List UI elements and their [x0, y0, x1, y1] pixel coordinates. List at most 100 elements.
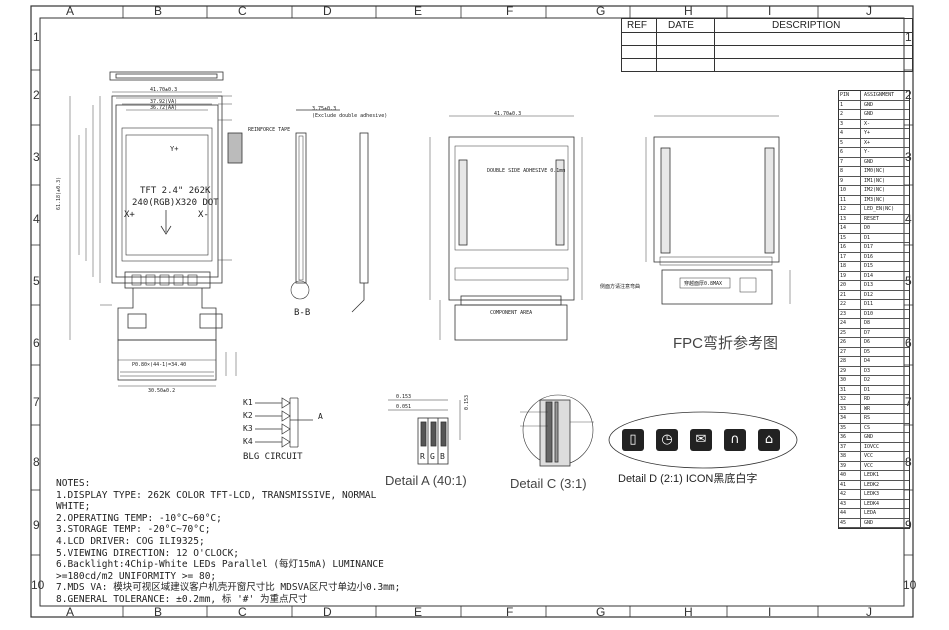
grid-column-E-bottom: E — [414, 605, 423, 619]
pin-number: 33 — [839, 404, 861, 413]
note-line: 8.GENERAL TOLERANCE: ±0.2mm, 标 '#' 为重点尺寸 — [56, 593, 308, 605]
pin-number: 20 — [839, 281, 861, 290]
pin-number: 9 — [839, 176, 861, 185]
detail-a-dim3: 0.153 — [464, 394, 470, 410]
pin-function: D10 — [864, 310, 874, 317]
blg-k4-label: K4 — [243, 437, 253, 446]
pin-function: D1 — [864, 234, 871, 241]
note-line: 3.STORAGE TEMP: -20°C~70°C; — [56, 524, 211, 536]
pin-function: D3 — [864, 367, 871, 374]
grid-row-4-right: 4 — [905, 212, 912, 226]
grid-column-I-top: I — [768, 4, 772, 18]
pin-number: 41 — [839, 480, 861, 489]
pin-number: 14 — [839, 224, 861, 233]
grid-column-H-top: H — [684, 4, 693, 18]
grid-column-E-top: E — [414, 4, 423, 18]
pin-function: VCC — [864, 453, 874, 459]
grid-row-3-left: 3 — [33, 150, 40, 164]
pin-number: 34 — [839, 414, 861, 423]
pin-number: 6 — [839, 148, 861, 157]
pin-function: D15 — [864, 263, 874, 269]
pin-function: IM3(NC) — [864, 196, 886, 203]
grid-row-1-right: 1 — [905, 30, 912, 44]
detail-a-cell-r: R — [420, 452, 425, 461]
pin-function: GND — [864, 519, 874, 526]
pin-number: 4 — [839, 129, 861, 138]
pin-function: WR — [864, 405, 871, 412]
detail-a-dim1: 0.153 — [396, 394, 412, 400]
grid-row-4-left: 4 — [33, 212, 40, 226]
message-icon: ✉ — [695, 432, 707, 447]
pin-number: 13 — [839, 214, 861, 223]
grid-row-9-right: 9 — [905, 518, 912, 532]
grid-row-9-left: 9 — [33, 518, 40, 532]
rear-width-dim: 41.70±0.3 — [494, 111, 522, 117]
side-thickness-dim: 3.75±0.3 — [312, 106, 337, 112]
pin-function: LEDK2 — [864, 481, 880, 488]
pin-function: GND — [864, 101, 874, 108]
rear-adhesive-label: DOUBLE SIDE ADHESIVE 0.1mm — [487, 168, 566, 174]
pin-number: 7 — [839, 157, 861, 166]
rev-header-description: DESCRIPTION — [772, 20, 841, 31]
blg-k2-label: K2 — [243, 411, 253, 420]
pin-function: LEDK1 — [864, 472, 880, 478]
pin-number: 10 — [839, 186, 861, 195]
pin-function: X+ — [864, 139, 871, 146]
note-line: 6.Backlight:4Chip-White LEDs Parallel (每… — [56, 559, 384, 571]
grid-column-A-bottom: A — [66, 605, 75, 619]
grid-row-10-right: 10 — [903, 578, 917, 592]
side-thickness-note: (Exclude double adhesive) — [312, 113, 388, 119]
pin-number: 43 — [839, 499, 861, 508]
grid-column-B-top: B — [154, 4, 163, 18]
pin-function: X- — [864, 120, 871, 127]
reinforce-tape-label: REINFORCE TAPE — [248, 127, 291, 133]
detail-c-label: Detail C (3:1) — [510, 476, 587, 491]
dim-viewing-area: 37.92(VA) — [150, 99, 178, 105]
pin-number: 40 — [839, 471, 861, 480]
grid-column-G-bottom: G — [596, 605, 606, 619]
notes-block: NOTES:1.DISPLAY TYPE: 262K COLOR TFT-LCD… — [56, 478, 536, 606]
pin-function: GND — [864, 111, 874, 117]
headphones-icon: ∩ — [730, 432, 740, 447]
grid-column-I-bottom: I — [768, 605, 772, 619]
pin-number: 26 — [839, 338, 861, 347]
blg-k3-label: K3 — [243, 424, 253, 433]
grid-row-10-left: 10 — [31, 578, 45, 592]
dim-active-area: 36.72(AA) — [150, 105, 178, 111]
detail-a-dim2: 0.051 — [396, 404, 412, 410]
grid-row-7-right: 7 — [905, 395, 912, 409]
pin-function: D17 — [864, 244, 874, 250]
grid-row-5-right: 5 — [905, 274, 912, 288]
grid-row-7-left: 7 — [33, 395, 40, 409]
note-line: 2.OPERATING TEMP: -10°C~60°C; — [56, 512, 222, 524]
pin-function: D12 — [864, 291, 874, 298]
pin-function: IM0(NC) — [864, 168, 886, 174]
pin-function: D14 — [864, 272, 874, 279]
grid-row-8-right: 8 — [905, 455, 912, 469]
pin-number: 3 — [839, 119, 861, 128]
grid-row-6-left: 6 — [33, 336, 40, 350]
grid-column-C-top: C — [238, 4, 247, 18]
pin-number: 1 — [839, 100, 861, 109]
pin-function: Y+ — [864, 130, 871, 136]
phone-book-icon: ▯ — [629, 432, 637, 447]
pin-function: CS — [864, 424, 871, 431]
grid-column-B-bottom: B — [154, 605, 163, 619]
